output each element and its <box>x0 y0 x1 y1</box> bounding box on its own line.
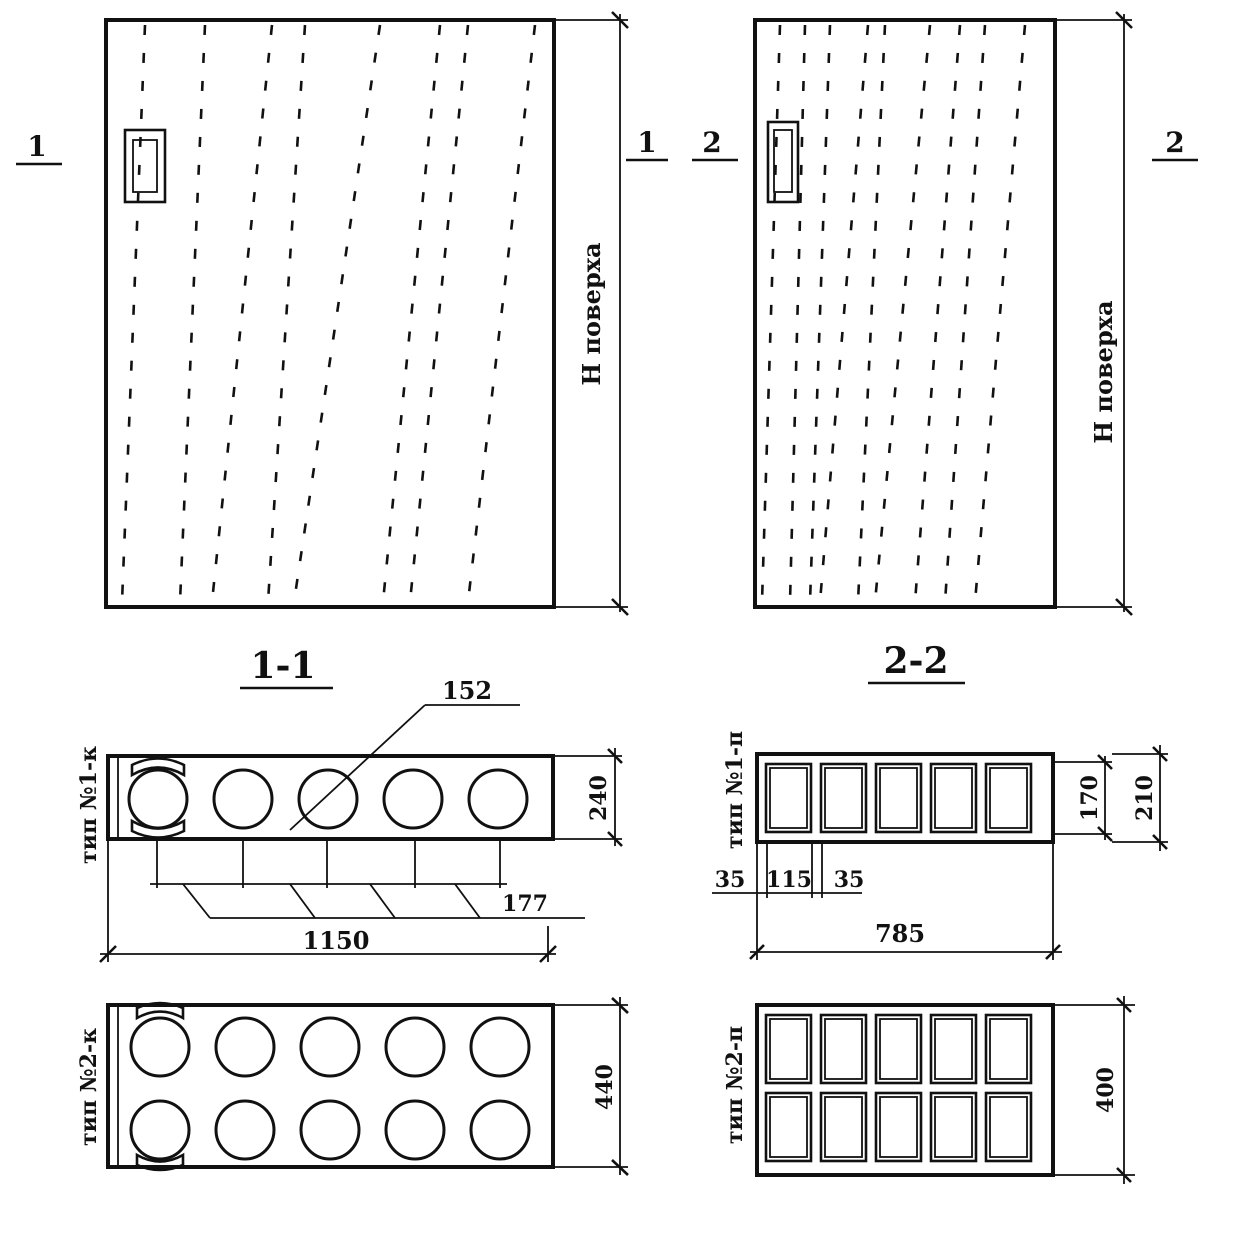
hollow-core-hole <box>384 1099 446 1161</box>
rectangular-cell <box>984 1091 1033 1163</box>
dim-inner-height-1p: 170 <box>1077 775 1103 821</box>
hollow-core-hole <box>467 768 529 830</box>
rectangular-cell-inner <box>769 1018 808 1080</box>
rectangular-cell-inner <box>934 1018 973 1080</box>
rectangular-cell <box>929 762 978 834</box>
rectangular-cell-inner <box>824 1096 863 1158</box>
cut-marker-1-left: 1 <box>27 130 46 163</box>
height-label-1: H поверха <box>577 242 606 385</box>
rectangular-cell <box>984 762 1033 834</box>
dim-hole-diameter: 152 <box>442 676 492 705</box>
hollow-core-lines-2 <box>760 24 1027 603</box>
hollow-core-hole <box>382 768 444 830</box>
rectangular-cell-inner <box>989 1018 1028 1080</box>
rectangular-cell <box>874 1013 923 1085</box>
elevation-2: H поверха 2 2 <box>692 11 1198 616</box>
dim-length-1k: 1150 <box>303 926 370 955</box>
rectangular-cell-inner <box>769 1096 808 1158</box>
hollow-core-hole <box>299 1016 361 1078</box>
dim-height-1p: 210 <box>1132 775 1158 821</box>
rectangular-cell-inner <box>989 1096 1028 1158</box>
cut-marker-1-right: 1 <box>637 126 656 159</box>
panel-outline-1 <box>104 18 556 609</box>
hollow-core-hole <box>469 1016 531 1078</box>
rectangular-cell <box>874 762 923 834</box>
hollow-core-hole <box>469 1099 531 1161</box>
section-type-2p: 400 тип №2-п <box>722 996 1135 1184</box>
section-outline-2k <box>106 1003 555 1169</box>
rectangular-cell-inner <box>879 1018 918 1080</box>
rectangular-cell-inner <box>934 767 973 829</box>
cut-marker-2-right: 2 <box>1165 126 1184 159</box>
section-outline-1k <box>106 754 555 841</box>
dim-wall-right-1p: 35 <box>834 867 865 893</box>
rectangular-cell-inner <box>824 767 863 829</box>
hollow-core-lines-1 <box>120 24 537 603</box>
hollow-core-hole <box>212 768 274 830</box>
hollow-core-hole <box>129 1099 191 1161</box>
lifting-loop-1 <box>123 128 167 204</box>
lifting-loop-inner-2 <box>773 129 793 193</box>
rectangular-cell <box>929 1013 978 1085</box>
dim-height-1k: 240 <box>586 775 612 821</box>
label-type-2k: тип №2-к <box>76 1028 102 1146</box>
rectangular-cell <box>819 1013 868 1085</box>
label-type-1k: тип №1-к <box>76 746 102 864</box>
rectangular-cell <box>764 1091 813 1163</box>
cut-marker-2-left: 2 <box>702 126 721 159</box>
lifting-loop-inner-1 <box>132 139 158 193</box>
rectangular-cell-inner <box>934 1096 973 1158</box>
rectangular-cell <box>929 1091 978 1163</box>
rectangular-cell-inner <box>989 767 1028 829</box>
rectangular-cell <box>874 1091 923 1163</box>
rectangular-cell <box>764 1013 813 1085</box>
hollow-core-hole <box>297 768 359 830</box>
section-outline-2p <box>755 1003 1055 1177</box>
section-title-1-1: 1-1 <box>250 645 315 687</box>
rectangular-cell-inner <box>824 1018 863 1080</box>
rectangular-cell-inner <box>769 767 808 829</box>
dim-spacing-1k: 177 <box>502 891 548 917</box>
hollow-core-hole <box>129 1016 191 1078</box>
hollow-core-hole <box>214 1099 276 1161</box>
section-outline-1p <box>755 752 1055 844</box>
label-type-2p: тип №2-п <box>722 1026 748 1144</box>
section-title-2-2: 2-2 <box>883 640 948 682</box>
rectangular-cell <box>819 762 868 834</box>
rectangular-cell-inner <box>879 767 918 829</box>
holes-2k <box>129 1016 531 1161</box>
label-type-1p: тип №1-п <box>722 731 748 849</box>
hollow-core-hole <box>214 1016 276 1078</box>
dim-height-2p: 400 <box>1093 1067 1119 1113</box>
dim-length-1p: 785 <box>875 919 925 948</box>
panel-outline-2 <box>753 18 1057 609</box>
section-type-1k: 152 240 177 1150 тип №1-к <box>76 676 623 963</box>
dim-cell-width-1p: 115 <box>766 867 812 893</box>
hollow-core-hole <box>299 1099 361 1161</box>
cells-1p <box>764 762 1033 834</box>
cells-2p <box>764 1013 1033 1163</box>
rectangular-cell <box>984 1013 1033 1085</box>
lifting-loop-2 <box>766 120 800 204</box>
rectangular-cell-inner <box>879 1096 918 1158</box>
dim-height-2k: 440 <box>592 1064 618 1110</box>
section-type-2k: 440 тип №2-к <box>76 997 629 1176</box>
holes-1k <box>127 768 529 830</box>
section-type-1p: 170 210 35 115 35 785 тип №1-п <box>712 731 1168 960</box>
rectangular-cell <box>819 1091 868 1163</box>
hollow-core-hole <box>384 1016 446 1078</box>
elevation-1: H поверха 1 1 <box>16 11 668 616</box>
rectangular-cell <box>764 762 813 834</box>
height-label-2: H поверха <box>1089 300 1118 443</box>
hollow-core-hole <box>127 768 189 830</box>
dim-wall-left-1p: 35 <box>715 867 746 893</box>
